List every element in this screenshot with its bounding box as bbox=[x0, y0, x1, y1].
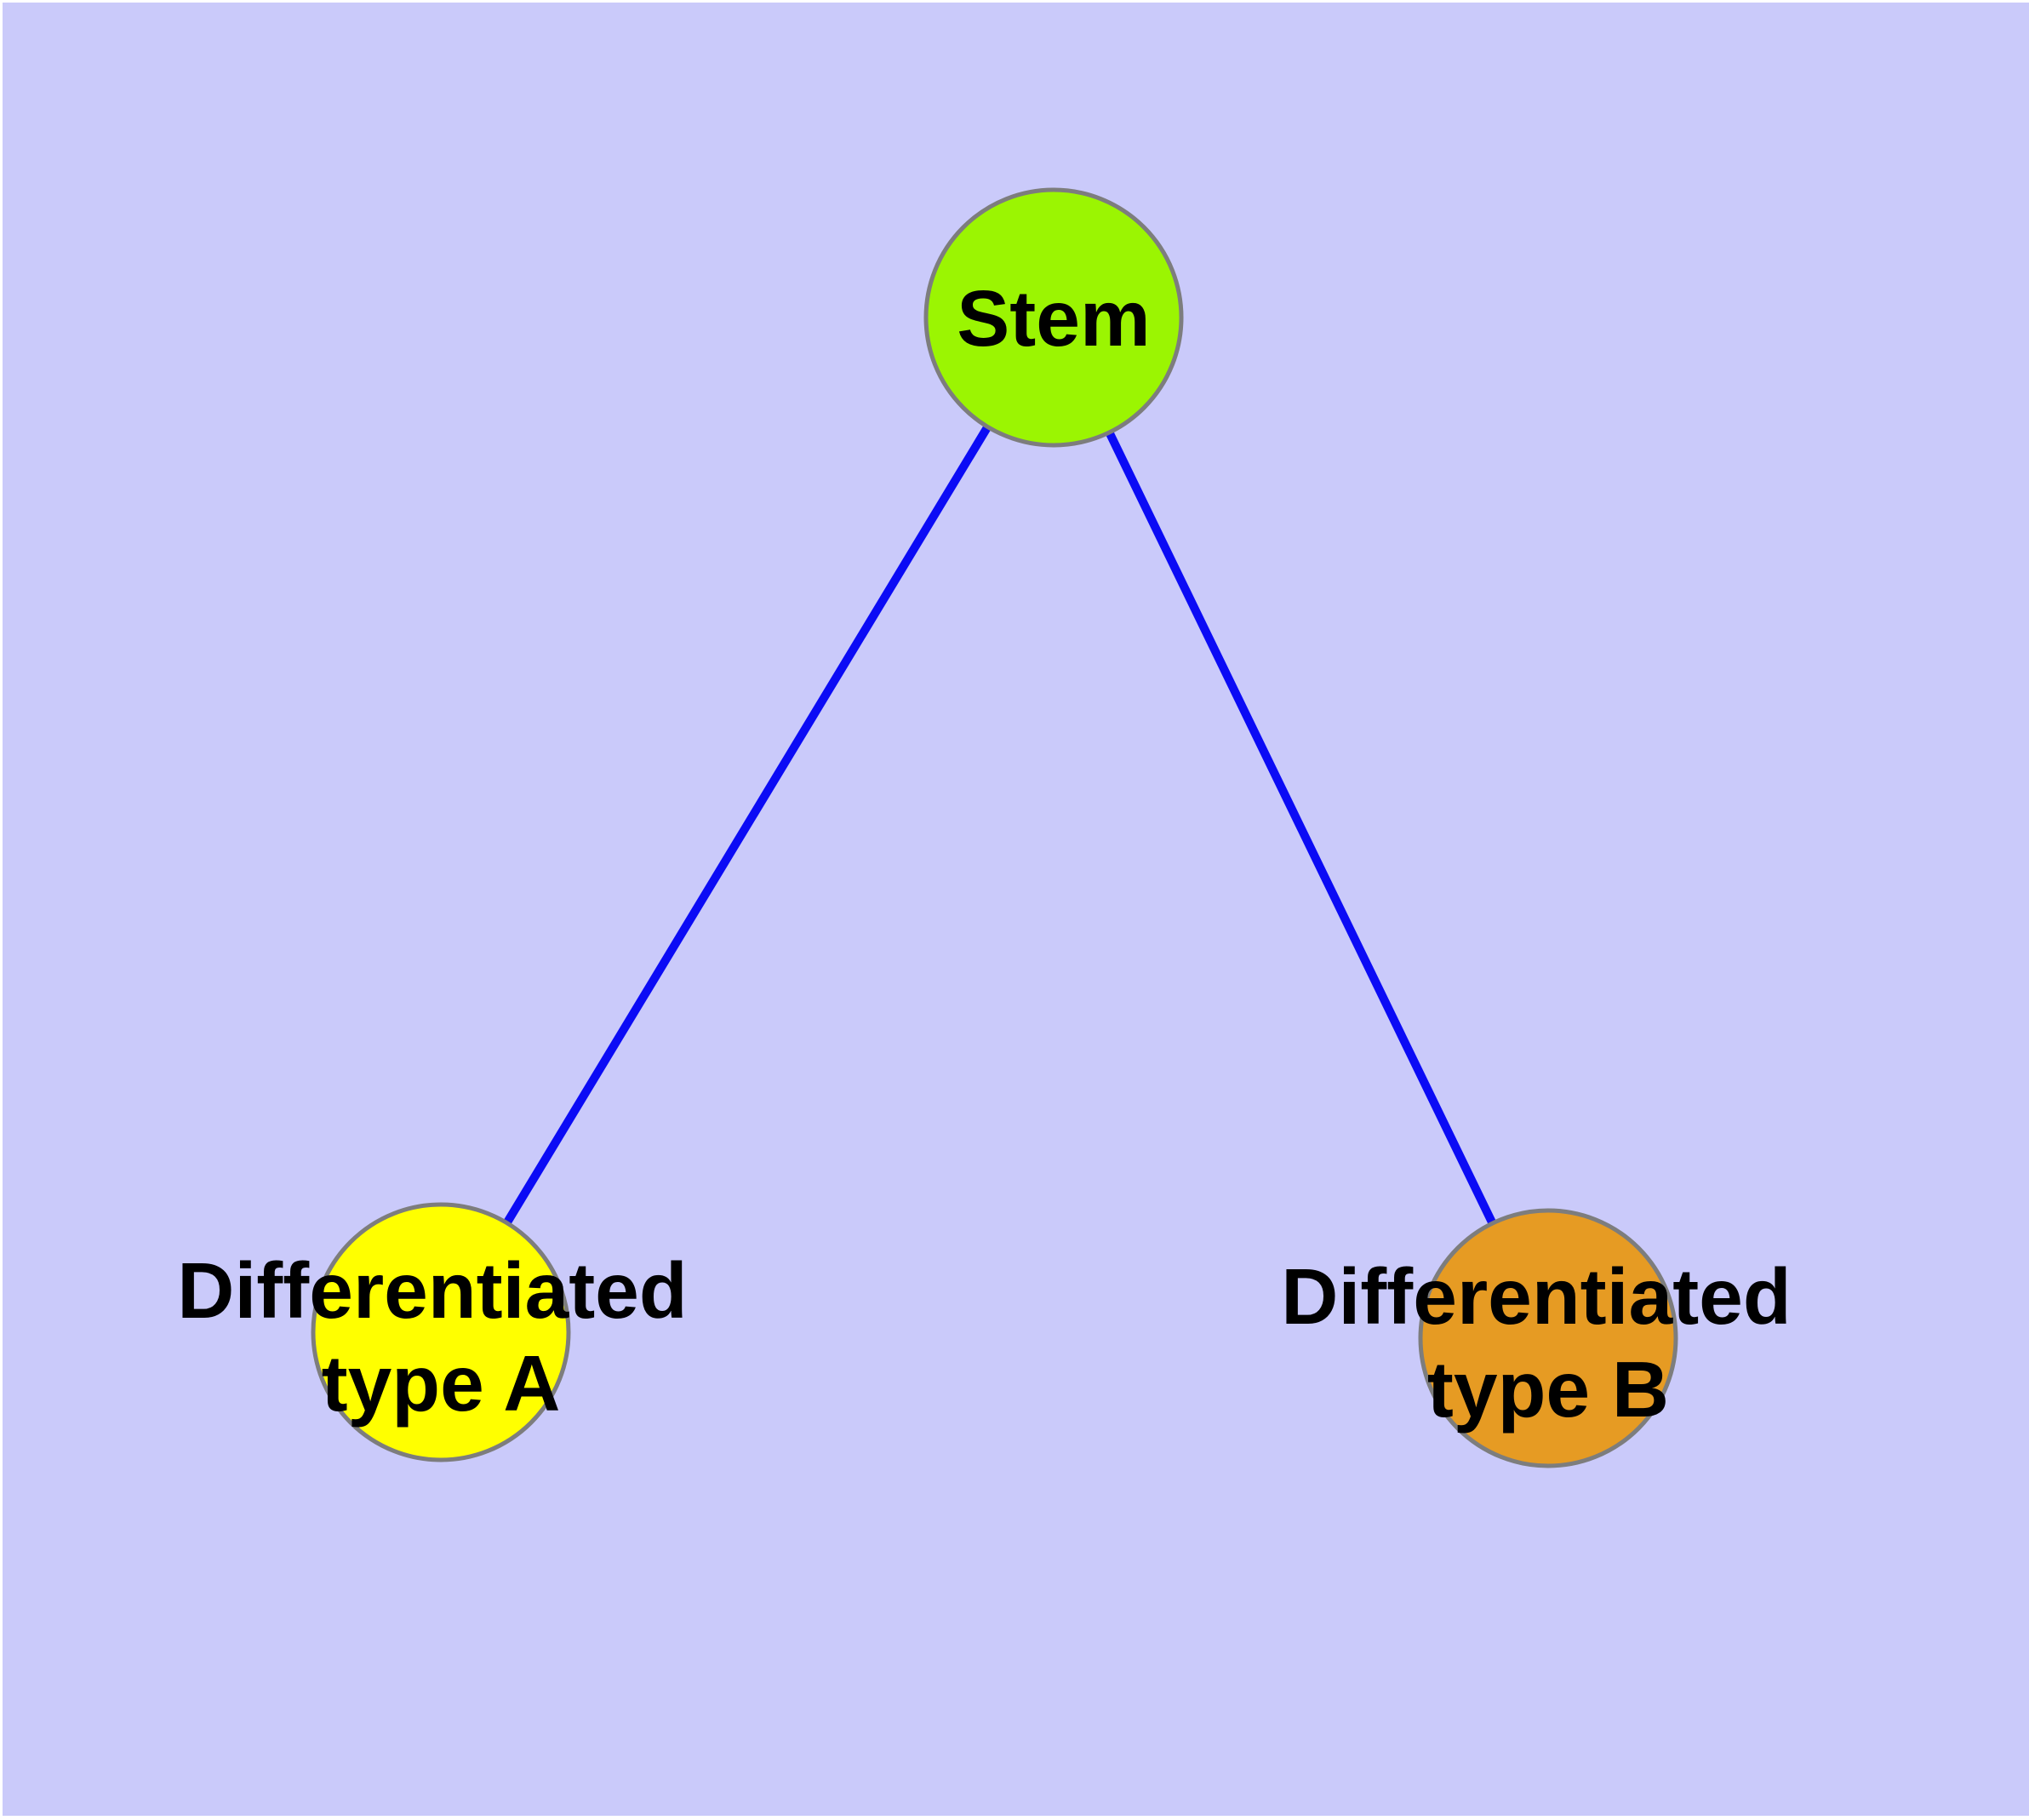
edge-stem-to-type-b bbox=[1049, 315, 1552, 1341]
node-type-b-label-line1: Differentiated bbox=[1281, 1252, 1791, 1341]
node-stem bbox=[923, 187, 1184, 448]
node-type-a bbox=[311, 1202, 571, 1462]
edge-stem-to-type-a bbox=[437, 315, 1058, 1335]
node-type-a-label-line1: Differentiated bbox=[177, 1246, 687, 1335]
node-type-b-label-line2: type B bbox=[1427, 1345, 1669, 1434]
node-stem-label: Stem bbox=[957, 274, 1150, 363]
node-type-b bbox=[1418, 1208, 1678, 1468]
node-type-a-label-line2: type A bbox=[322, 1339, 561, 1428]
